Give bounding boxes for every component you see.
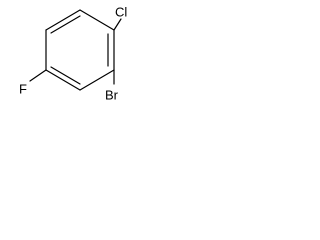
ring-bond-bottom-left	[45, 69, 81, 91]
ring-bond-top-right	[79, 9, 115, 31]
bromine-label: Br	[105, 88, 119, 103]
ring-double-bond-bottom-left	[50, 66, 81, 85]
atom-labels: Cl F Br	[19, 5, 127, 103]
ring-bond-bottom-right	[79, 69, 115, 91]
fluorine-label: F	[19, 82, 27, 97]
substituent-bonds	[29, 18, 122, 85]
molecule-structure-diagram: Cl F Br	[19, 5, 127, 103]
ring-bond-top-left	[45, 9, 81, 31]
chlorine-bond	[113, 18, 122, 31]
ring-double-bond-top-left	[50, 15, 81, 34]
benzene-ring	[45, 9, 115, 91]
fluorine-bond	[29, 69, 47, 82]
chlorine-label: Cl	[115, 5, 127, 20]
